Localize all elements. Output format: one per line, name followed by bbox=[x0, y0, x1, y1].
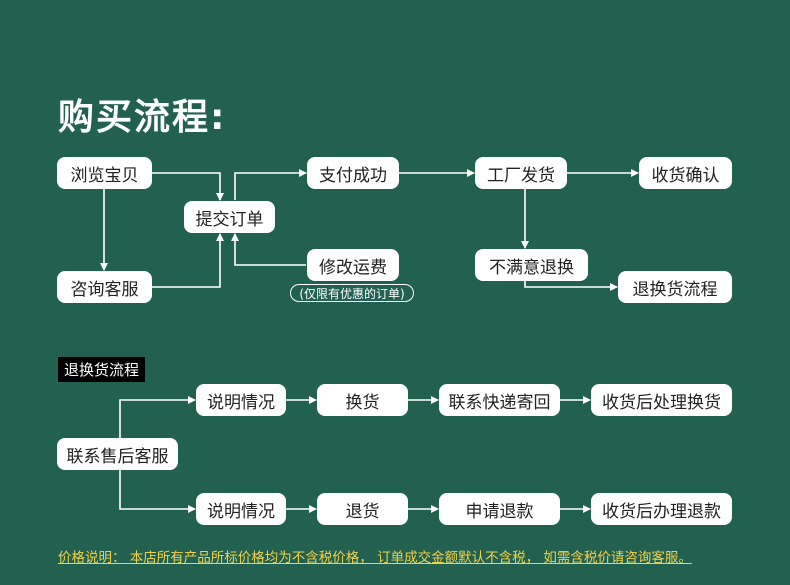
refund-step-return: 退货 bbox=[317, 493, 408, 525]
step-unsatisfied-return: 不满意退换 bbox=[475, 249, 588, 281]
exchange-step-explain: 说明情况 bbox=[196, 384, 286, 416]
exchange-step-exchange: 换货 bbox=[317, 384, 408, 416]
modify-shipping-note: (仅限有优惠的订单) bbox=[290, 284, 414, 302]
exchange-step-courier: 联系快递寄回 bbox=[439, 384, 560, 416]
step-factory-ship: 工厂发货 bbox=[475, 157, 567, 189]
step-submit-order: 提交订单 bbox=[184, 201, 275, 233]
step-return-process: 退换货流程 bbox=[618, 271, 732, 303]
price-note: 价格说明： 本店所有产品所标价格均为不含税价格， 订单成交金额默认不含税， 如需… bbox=[58, 550, 692, 566]
step-modify-shipping: 修改运费 bbox=[307, 249, 399, 281]
page-title: 购买流程: bbox=[58, 97, 227, 138]
return-section-label: 退换货流程 bbox=[58, 357, 146, 382]
step-browse: 浏览宝贝 bbox=[57, 157, 152, 189]
refund-step-apply: 申请退款 bbox=[439, 493, 560, 525]
step-contact-aftersales: 联系售后客服 bbox=[57, 438, 178, 470]
step-confirm-receipt: 收货确认 bbox=[639, 157, 732, 189]
exchange-step-process: 收货后处理换货 bbox=[591, 384, 732, 416]
refund-step-explain: 说明情况 bbox=[196, 493, 286, 525]
step-pay-success: 支付成功 bbox=[307, 157, 399, 189]
step-consult: 咨询客服 bbox=[57, 271, 152, 303]
refund-step-process: 收货后办理退款 bbox=[591, 493, 732, 525]
